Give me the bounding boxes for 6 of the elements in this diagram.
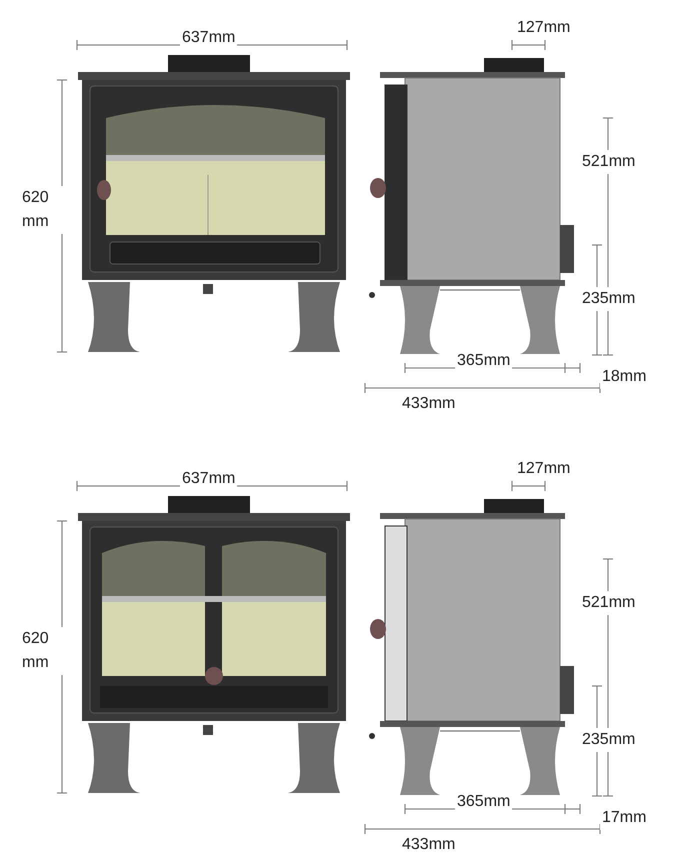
dimension-label: 521mm	[580, 150, 638, 174]
dimension-label: 620 mm	[20, 627, 64, 675]
dimension-label: 620 mm	[20, 186, 64, 234]
dimension-label: 521mm	[580, 591, 638, 615]
dimension-label: 235mm	[580, 728, 638, 752]
dimension-label: 235mm	[580, 287, 638, 311]
